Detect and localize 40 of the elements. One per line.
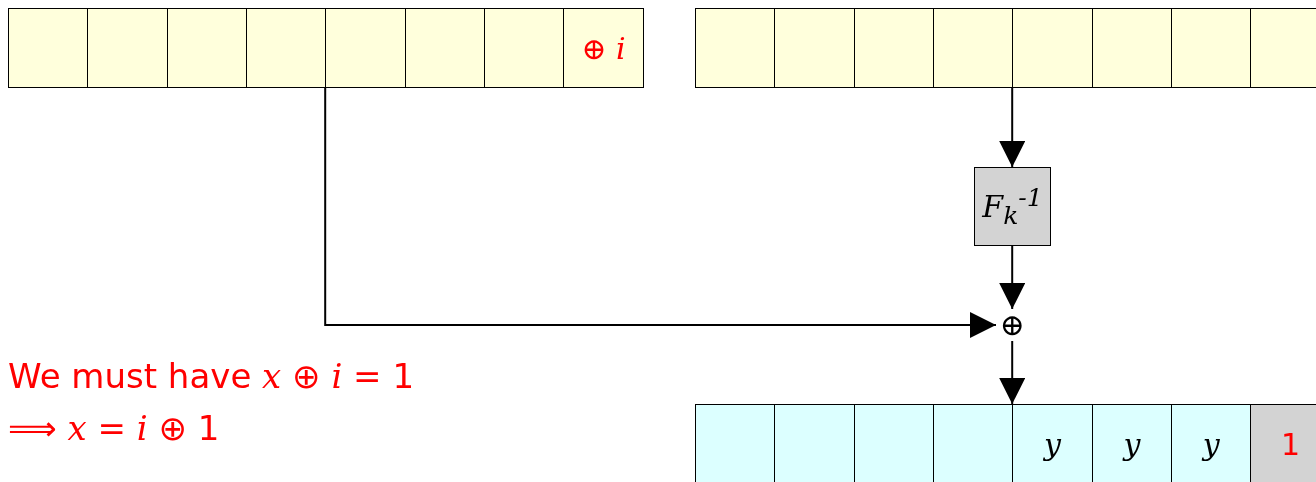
array-cell (325, 8, 406, 88)
array-cell (1012, 404, 1093, 482)
array-cell (1091, 8, 1173, 88)
array-cell (1170, 404, 1252, 482)
array-cell (1170, 8, 1252, 88)
cell-value: y (1044, 426, 1062, 462)
array-cell (8, 8, 89, 88)
array-cell (932, 404, 1014, 482)
array-cell (87, 8, 169, 88)
array-cell (483, 8, 565, 88)
array-cell (245, 8, 327, 88)
cell-value: 1 (1280, 426, 1301, 462)
array-cell (695, 8, 776, 88)
note-text: ⟹ x = i ⊕ 1 (8, 408, 220, 449)
array-cell (404, 8, 486, 88)
cell-value: ⊕ i (581, 30, 626, 66)
array-cell (1250, 404, 1316, 482)
array-block (695, 404, 1316, 482)
array-cell (1012, 8, 1093, 88)
arrow (999, 245, 1026, 310)
array-cell (774, 8, 856, 88)
array-block (8, 8, 643, 88)
note-text: We must have x ⊕ i = 1 (8, 356, 415, 397)
array-cell (166, 8, 248, 88)
array-cell (695, 404, 776, 482)
arrow (999, 340, 1026, 405)
arrow (999, 87, 1026, 168)
array-cell (1091, 404, 1173, 482)
array-cell (853, 8, 935, 88)
xor-symbol: ⊕ (999, 310, 1025, 340)
cell-value: y (1202, 426, 1220, 462)
array-cell (853, 404, 935, 482)
cell-value: y (1123, 426, 1141, 462)
array-block (695, 8, 1316, 88)
array-cell (1250, 8, 1316, 88)
arrow (324, 87, 997, 338)
array-cell (563, 8, 644, 88)
array-cell (774, 404, 856, 482)
function-box (974, 167, 1051, 246)
array-cell (932, 8, 1014, 88)
